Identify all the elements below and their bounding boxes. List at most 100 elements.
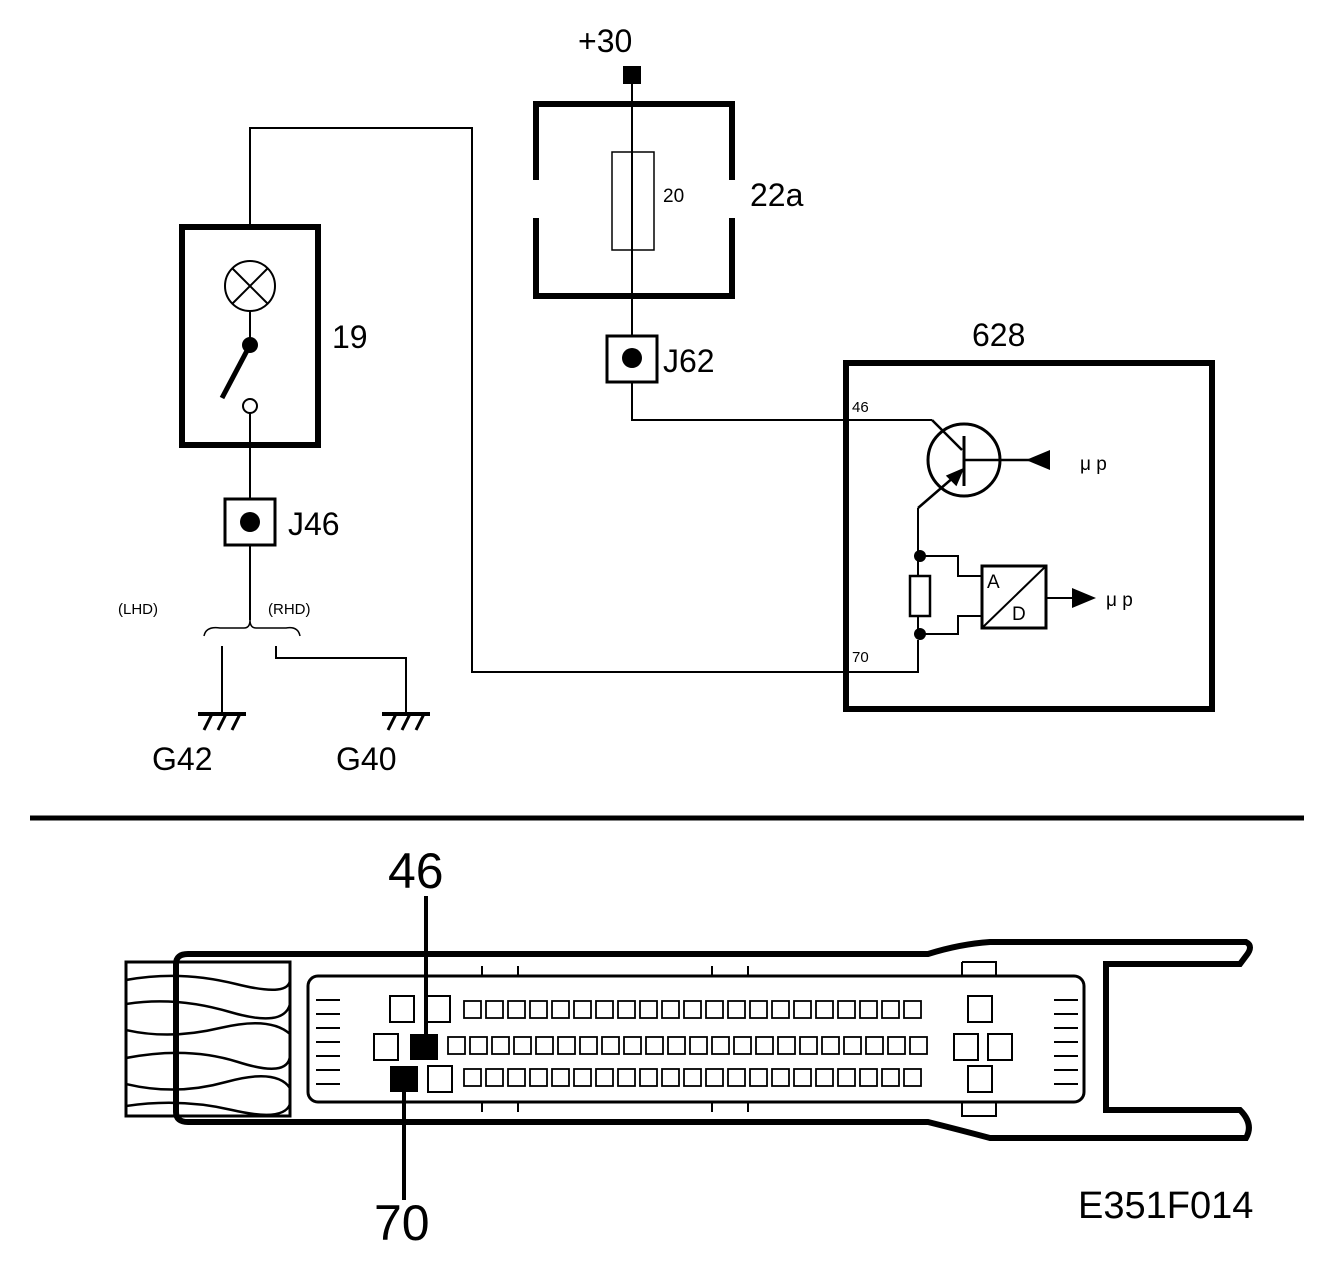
connector-pin [623,1036,642,1055]
connector-pin [815,1068,834,1087]
lhd-rhd-brace [203,619,301,637]
fuse-box-label: 22a [750,177,804,213]
transistor-icon [917,419,1046,509]
connector-pin [601,1036,620,1055]
module-pin-70-label: 70 [852,649,869,666]
connector-pin [859,1000,878,1019]
connector-pin [507,1000,526,1019]
connector-pin [887,1036,906,1055]
connector-pin [529,1068,548,1087]
lhd-label: (LHD) [118,601,158,618]
switch-contact [242,398,258,414]
sensor-node-top [914,550,926,562]
wire-rhd-ground [275,646,407,712]
supply-label: +30 [578,23,632,59]
connector-pin [711,1036,730,1055]
connector-pin [705,1000,724,1019]
connector-pin [639,1000,658,1019]
mu-p-arrow-1 [1026,450,1050,470]
connector-pin [859,1068,878,1087]
module-pin-46-label: 46 [852,399,869,416]
mu-p-label-1: μ p [1080,454,1107,475]
connector-pin [485,1000,504,1019]
adc-d-label: D [1012,604,1026,625]
connector-pin [617,1000,636,1019]
mu-p-label-2: μ p [1106,590,1133,611]
pin-46-callout: 46 [388,843,444,899]
connector-pin [749,1068,768,1087]
fuse-box-22a [533,101,735,299]
ground-g40-label: G40 [336,741,396,777]
connector-j46-pin [240,512,260,532]
connector-pin [793,1000,812,1019]
connector-pin [529,1000,548,1019]
wire-bulb-to-pin70 [249,127,919,673]
connector-pin [689,1036,708,1055]
connector-pin [463,1000,482,1019]
sensor-node-bottom [914,628,926,640]
module-label: 628 [972,317,1025,353]
connector-pin [865,1036,884,1055]
connector-pin [903,1068,922,1087]
connector-pin [733,1036,752,1055]
connector-pin [447,1036,466,1055]
connector-pin [727,1000,746,1019]
connector-pin [749,1000,768,1019]
connector-pin [821,1036,840,1055]
connector-pin [771,1068,790,1087]
connector-pin [727,1068,746,1087]
connector-pin [639,1068,658,1087]
module-628 [843,360,1215,712]
connector-pin [777,1036,796,1055]
ground-g40-icon [382,712,430,731]
switch-lever [219,343,253,400]
connector-pin [683,1000,702,1019]
connector-pin [903,1000,922,1019]
supply-terminal [623,66,641,84]
ecu-connector [124,939,1253,1141]
connector-pin-70 [390,1066,418,1092]
connector-pin [491,1036,510,1055]
connector-pin [579,1036,598,1055]
connector-pin [535,1036,554,1055]
switch-unit-19 [179,224,321,448]
connector-pin [573,1000,592,1019]
connector-pin [551,1068,570,1087]
fuse-rating-label: 20 [663,186,684,207]
connector-pin [771,1000,790,1019]
connector-pin [507,1068,526,1087]
connector-pin [485,1068,504,1087]
connector-pin [463,1068,482,1087]
ground-g42-label: G42 [152,741,212,777]
connector-pin-rows [447,1000,928,1087]
connector-pin [557,1036,576,1055]
ground-g42-icon [198,712,246,731]
connector-pin [793,1068,812,1087]
connector-pin [661,1068,680,1087]
adc-a-label: A [987,572,1000,593]
connector-pin [837,1068,856,1087]
rhd-label: (RHD) [268,601,311,618]
connector-pin [837,1000,856,1019]
connector-pin [617,1068,636,1087]
connector-pin [595,1068,614,1087]
connector-pin [881,1000,900,1019]
connector-pin [843,1036,862,1055]
connector-pin [513,1036,532,1055]
connector-pin [881,1068,900,1087]
connector-pin [661,1000,680,1019]
connector-pin [469,1036,488,1055]
connector-pin [573,1068,592,1087]
connector-j62-label: J62 [663,343,715,379]
connector-pin [683,1068,702,1087]
pin-70-callout: 70 [374,1195,430,1251]
wires [221,82,932,712]
connector-j62-pin [622,348,642,368]
connector-pin [551,1000,570,1019]
mu-p-arrow-2 [1072,588,1096,608]
figure-code: E351F014 [1078,1185,1253,1227]
connector-pin [799,1036,818,1055]
connector-pin [815,1000,834,1019]
connector-pin [595,1000,614,1019]
